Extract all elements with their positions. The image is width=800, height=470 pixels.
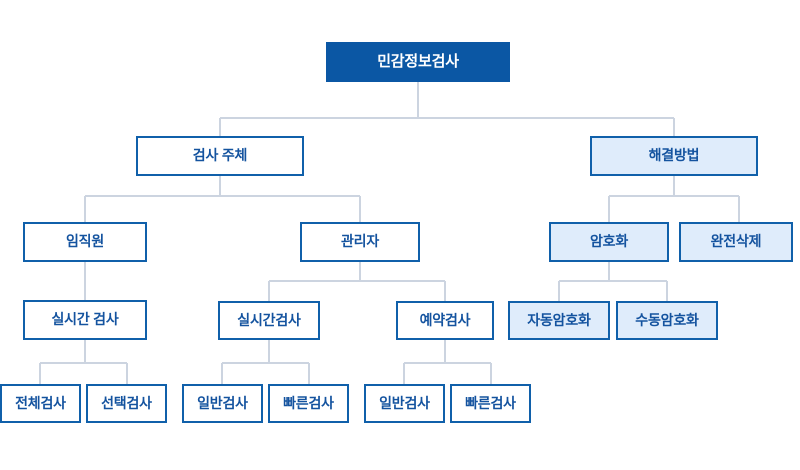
node-subject[interactable]: 검사 주체 [136,136,304,176]
node-manager-rt-fast[interactable]: 빠른검사 [268,384,349,423]
node-employee-full-scan[interactable]: 전체검사 [0,384,81,423]
node-complete-delete[interactable]: 완전삭제 [679,222,793,262]
node-manager-rt-fast-label: 빠른검사 [283,394,334,411]
node-solution[interactable]: 해결방법 [590,136,758,176]
node-auto-encryption[interactable]: 자동암호화 [508,301,610,340]
node-manager-realtime[interactable]: 실시간검사 [218,301,320,340]
node-encryption[interactable]: 암호화 [549,222,669,262]
node-manual-encryption-label: 수동암호화 [635,311,699,328]
node-root-label: 민감정보검사 [377,52,459,70]
node-manager-label: 관리자 [340,233,380,250]
node-root[interactable]: 민감정보검사 [326,42,510,82]
node-employee-realtime[interactable]: 실시간 검사 [23,300,147,340]
node-manager[interactable]: 관리자 [300,222,420,262]
node-manager-scheduled-label: 예약검사 [419,311,471,328]
node-manager-sc-normal-label: 일반검사 [379,394,430,411]
node-complete-delete-label: 완전삭제 [710,233,762,250]
node-employee[interactable]: 임직원 [23,222,147,262]
node-solution-label: 해결방법 [648,147,700,164]
node-employee-select-scan-label: 선택검사 [101,394,152,411]
node-manager-sc-fast-label: 빠른검사 [465,394,516,411]
node-manager-sc-fast[interactable]: 빠른검사 [450,384,531,423]
node-auto-encryption-label: 자동암호화 [527,311,591,328]
node-employee-full-scan-label: 전체검사 [15,394,66,411]
node-employee-realtime-label: 실시간 검사 [51,311,119,328]
node-manager-rt-normal-label: 일반검사 [197,394,248,411]
node-employee-select-scan[interactable]: 선택검사 [86,384,167,423]
node-manager-sc-normal[interactable]: 일반검사 [364,384,445,423]
node-subject-label: 검사 주체 [192,147,248,164]
node-employee-label: 임직원 [65,233,105,250]
node-encryption-label: 암호화 [589,233,629,250]
node-manager-realtime-label: 실시간검사 [237,311,301,328]
node-manager-scheduled[interactable]: 예약검사 [396,301,494,340]
node-manual-encryption[interactable]: 수동암호화 [616,301,718,340]
node-manager-rt-normal[interactable]: 일반검사 [182,384,263,423]
